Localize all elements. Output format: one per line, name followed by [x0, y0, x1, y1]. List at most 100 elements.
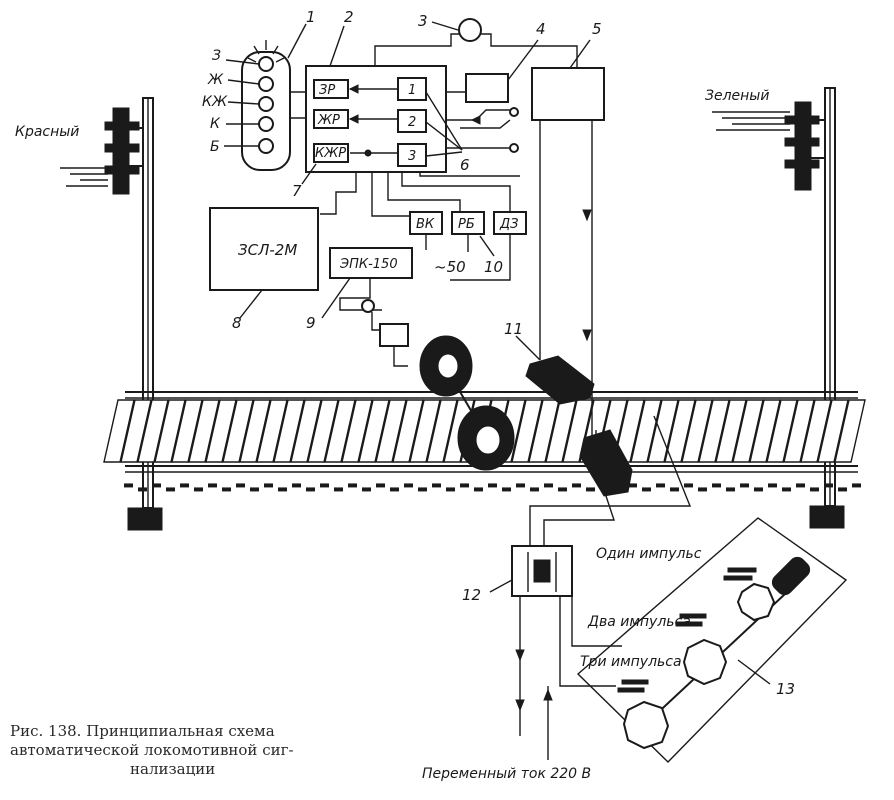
receiving-coils: [515, 335, 633, 497]
decoder-number: 6: [460, 156, 470, 174]
ballast-stone: [698, 487, 707, 492]
sleeper: [256, 399, 288, 463]
relay-kzhr: [313, 143, 349, 163]
decoder-label-3: 3: [408, 149, 416, 164]
relay-label-zhr: ЖР: [317, 113, 340, 128]
ballast-stone: [376, 483, 385, 488]
sleeper: [239, 399, 271, 463]
ballast-stone: [502, 487, 511, 492]
ballast-stone: [558, 487, 567, 492]
whistle: [374, 18, 578, 74]
lamp-b: [258, 138, 274, 154]
sleeper: [392, 399, 424, 463]
lamp-halo: [247, 40, 285, 63]
ballast-stone: [236, 483, 245, 488]
whistle-number: 3: [418, 12, 428, 30]
speed-device-label: ЗСЛ-2М: [238, 241, 297, 259]
sleeper: [698, 399, 730, 463]
ballast-stone: [656, 483, 665, 488]
cam-2: [682, 638, 728, 686]
sleeper: [817, 399, 849, 463]
right-signal-head: [784, 101, 820, 191]
sleeper: [613, 399, 645, 463]
ballast-stone: [278, 487, 287, 492]
ballast-stone: [782, 487, 791, 492]
ballast-stone: [222, 487, 231, 492]
ballast-stone: [138, 487, 147, 492]
ballast-stone: [810, 487, 819, 492]
left-signal-head: [104, 107, 140, 195]
supply-voltage: ~50: [434, 258, 466, 276]
relay-block-number: 2: [344, 8, 354, 26]
control-buttons: [409, 211, 527, 281]
ballast-stone: [726, 487, 735, 492]
sleeper: [205, 399, 237, 463]
sleeper: [103, 399, 135, 463]
sleeper: [800, 399, 832, 463]
decoder-3: [397, 143, 427, 167]
sleeper: [171, 399, 203, 463]
lamp-label-k: К: [210, 116, 221, 132]
sleeper: [222, 399, 254, 463]
relay-zr: [313, 79, 349, 99]
ballast-stone: [152, 483, 161, 488]
figure-caption: Рис. 138. Принципиальная схема автоматич…: [10, 722, 400, 779]
decoder-label-2: 2: [408, 115, 416, 130]
sleeper: [681, 399, 713, 463]
sleeper: [188, 399, 220, 463]
sleeper: [358, 399, 390, 463]
ballast-stone: [334, 487, 343, 492]
ballast-stone: [838, 487, 847, 492]
controls-number: 10: [484, 258, 503, 276]
button-label-dz: ДЗ: [499, 217, 519, 232]
pulse-three-label: Три импульса: [580, 654, 682, 670]
lamp-kzh: [258, 96, 274, 112]
ballast-stone: [544, 483, 553, 488]
left-signal-light-rays: [60, 167, 108, 187]
ballast-stone: [124, 483, 133, 488]
right-signal-label: Зеленый: [705, 88, 769, 104]
ballast-stone: [712, 483, 721, 488]
sleeper: [783, 399, 815, 463]
left-signal-base: [127, 507, 163, 531]
ballast-stone: [194, 487, 203, 492]
cam-3: [622, 700, 670, 750]
ac-supply-label: Переменный ток 220 В: [422, 766, 591, 782]
ballast-stone: [530, 487, 539, 492]
ballast-stone: [208, 483, 217, 488]
cam-1: [736, 582, 776, 622]
left-signal: [60, 97, 163, 531]
relay-decoder-block: [301, 65, 463, 185]
right-signal-light-rays: [712, 111, 790, 131]
left-signal-label: Красный: [15, 124, 79, 140]
ballast-stone: [306, 487, 315, 492]
brake-valve-number: 9: [306, 314, 316, 332]
ballast-stone: [404, 483, 413, 488]
ballast-stone: [572, 483, 581, 488]
ballast-stone: [586, 487, 595, 492]
speed-device-number: 8: [232, 314, 242, 332]
lamp-zh: [258, 76, 274, 92]
ballast-stone: [684, 483, 693, 488]
ballast-stone: [474, 487, 483, 492]
lamp-label-kzh: КЖ: [202, 94, 228, 110]
sleeper: [290, 399, 322, 463]
ballast-stone: [488, 483, 497, 488]
lamp-label-b: Б: [210, 139, 220, 155]
cam-shaft: [649, 579, 801, 721]
caption-line-2: автоматической локомотивной сиг-: [10, 741, 294, 759]
right-signal-base: [809, 505, 845, 529]
pickup-contacts: [446, 107, 519, 153]
amplifier-number: 4: [536, 20, 546, 38]
caption-line-3: нализации: [130, 760, 216, 778]
right-signal: [712, 87, 845, 529]
decoder-2: [397, 109, 427, 133]
brake-valve: [321, 247, 413, 367]
ballast-stone: [250, 487, 259, 492]
sleeper: [664, 399, 696, 463]
sleeper: [528, 399, 560, 463]
relay-label-zr: ЗР: [319, 83, 335, 98]
ballast-stone: [796, 483, 805, 488]
sleeper: [715, 399, 747, 463]
pulse-one-label: Один импульс: [596, 546, 702, 562]
